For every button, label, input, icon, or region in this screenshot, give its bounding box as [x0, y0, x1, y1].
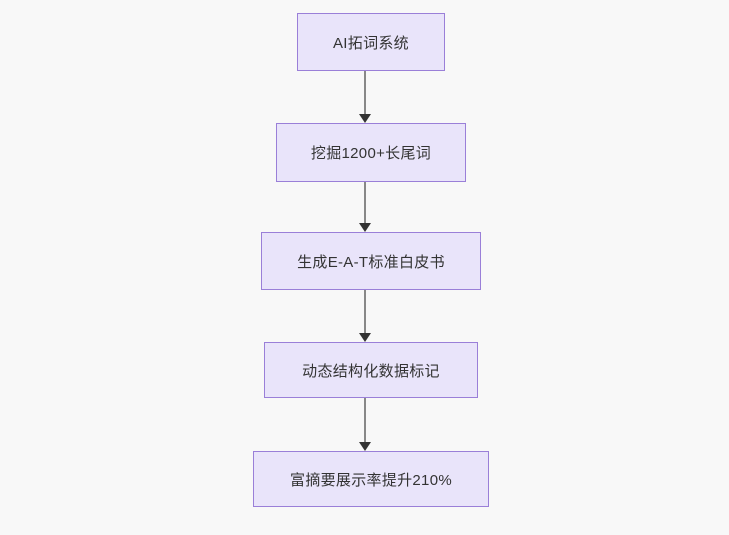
connector-n4-n5: [359, 398, 371, 451]
flow-node-label: 动态结构化数据标记: [302, 362, 440, 380]
flow-node-n4[interactable]: 动态结构化数据标记: [264, 342, 478, 398]
flow-node-n3[interactable]: 生成E-A-T标准白皮书: [261, 232, 481, 290]
flow-node-n1[interactable]: AI拓词系统: [297, 13, 445, 71]
connector-shaft: [364, 398, 366, 443]
connector-n2-n3: [359, 182, 371, 232]
connector-shaft: [364, 182, 366, 224]
flow-node-label: 挖掘1200+长尾词: [310, 145, 432, 162]
arrowhead-icon: [359, 333, 371, 342]
connector-n3-n4: [359, 290, 371, 342]
arrowhead-icon: [359, 442, 371, 451]
flow-node-label: AI拓词系统: [333, 34, 409, 52]
flow-node-label: 生成E-A-T标准白皮书: [297, 253, 445, 271]
flow-node-n2[interactable]: 挖掘1200+长尾词: [276, 123, 466, 182]
connector-shaft: [364, 71, 366, 115]
flow-node-n5[interactable]: 富摘要展示率提升210%: [253, 451, 489, 507]
arrowhead-icon: [359, 114, 371, 123]
arrowhead-icon: [359, 223, 371, 232]
connector-shaft: [364, 290, 366, 334]
flow-node-label: 富摘要展示率提升210%: [290, 471, 452, 489]
connector-n1-n2: [359, 71, 371, 123]
